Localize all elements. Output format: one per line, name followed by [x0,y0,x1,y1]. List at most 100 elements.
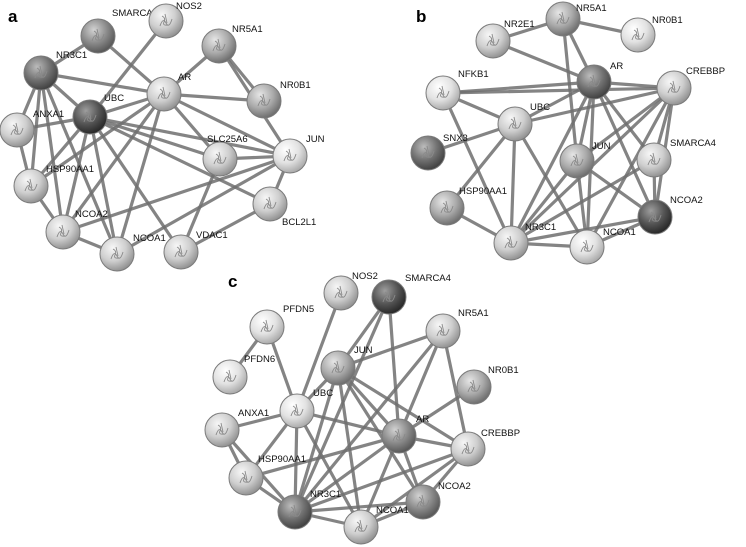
node-smarca4[interactable]: SMARCA4 [80,8,158,54]
protein-structure-icon [334,285,348,299]
panel-letter-b: b [416,7,426,26]
protein-structure-icon [263,196,277,210]
node-smarca4[interactable]: SMARCA4 [371,273,451,315]
node-hsp90aa1[interactable]: HSP90AA1 [13,164,94,204]
node-anxa1[interactable]: ANXA1 [0,109,64,148]
node-nr3c1[interactable]: NR3C1 [493,222,556,261]
protein-sphere [637,199,673,235]
node-ncoa2[interactable]: NCOA2 [637,195,703,235]
edge-ar-hsp90aa1 [29,92,166,188]
node-label: SNX3 [443,133,468,144]
node-crebbp[interactable]: CREBBP [656,66,725,106]
node-ar[interactable]: AR [381,414,429,454]
node-label: NFKB1 [458,69,489,80]
node-ncoa2[interactable]: NCOA2 [45,209,108,250]
edge-jun-nr3c1 [293,366,340,514]
node-pfdn5[interactable]: PFDN5 [249,304,314,345]
protein-structure-icon [257,93,271,107]
edge-ubc-hsp90aa1 [445,122,517,210]
node-nos2[interactable]: NOS2 [323,271,378,311]
edge-nr5a1-jun [336,329,445,370]
node-hsp90aa1[interactable]: HSP90AA1 [228,454,306,496]
node-bcl2l1[interactable]: BCL2L1 [252,186,316,228]
node-nr3c1[interactable]: NR3C1 [277,489,341,530]
protein-structure-icon [56,224,70,238]
node-label: NR3C1 [56,50,87,61]
node-label: NCOA1 [603,227,636,238]
protein-sphere [201,28,237,64]
node-jun[interactable]: JUN [320,345,373,386]
node-nr5a1[interactable]: NR5A1 [425,308,489,349]
node-vdac1[interactable]: VDAC1 [163,230,228,270]
panel-letter-c: c [228,272,237,291]
node-crebbp[interactable]: CREBBP [450,428,520,467]
edge-ubc-slc25a6 [88,115,222,161]
node-ncoa1[interactable]: NCOA1 [99,233,166,272]
node-label: PFDN6 [244,354,275,365]
edge-jun-crebbp [336,366,470,451]
node-ar[interactable]: AR [576,61,623,100]
protein-sphere [559,143,595,179]
node-nr5a1[interactable]: NR5A1 [545,1,607,37]
protein-structure-icon [467,379,481,393]
node-label: SMARCA4 [112,8,158,19]
protein-structure-icon [631,27,645,41]
node-nr0b1[interactable]: NR0B1 [246,80,311,119]
protein-structure-icon [486,33,500,47]
node-ar[interactable]: AR [146,72,191,112]
protein-sphere [13,168,49,204]
protein-sphere [72,99,108,135]
edge-nr3c1-ar [39,71,166,96]
edge-ubc-bcl2l1 [88,115,272,206]
node-nr5a1[interactable]: NR5A1 [201,24,263,64]
node-ncoa1[interactable]: NCOA1 [569,227,636,265]
node-nr3c1[interactable]: NR3C1 [23,50,87,91]
node-label: ANXA1 [33,109,64,120]
node-jun[interactable]: JUN [272,134,325,174]
edge-nr5a1-nr3c1 [293,329,445,514]
node-slc25a6[interactable]: SLC25A6 [202,134,248,177]
node-hsp90aa1[interactable]: HSP90AA1 [429,186,507,226]
node-jun[interactable]: JUN [559,141,611,179]
protein-structure-icon [667,80,681,94]
node-ubc[interactable]: UBC [72,93,124,135]
node-ubc[interactable]: UBC [497,102,550,142]
protein-sphere [425,313,461,349]
node-nr2e1[interactable]: NR2E1 [475,19,535,59]
protein-sphere [456,369,492,405]
protein-structure-icon [436,85,450,99]
node-label: JUN [354,345,373,356]
edge-smarca4-ar [387,295,401,438]
protein-structure-icon [260,319,274,333]
edge-smarca4-nr3c1 [509,158,656,245]
node-ubc[interactable]: UBC [279,388,333,429]
node-ncoa2[interactable]: NCOA2 [405,481,471,520]
node-nr0b1[interactable]: NR0B1 [620,15,683,53]
protein-structure-icon [587,74,601,88]
protein-sphere [493,225,529,261]
protein-sphere [23,55,59,91]
node-smarca4[interactable]: SMARCA4 [636,138,716,178]
node-nfkb1[interactable]: NFKB1 [425,69,489,111]
node-ncoa1[interactable]: NCOA1 [343,505,409,545]
node-label: JUN [306,134,325,145]
protein-structure-icon [239,470,253,484]
protein-sphere [620,17,656,53]
edge-crebbp-ubc [513,86,676,126]
node-snx3[interactable]: SNX3 [410,133,468,171]
node-anxa1[interactable]: ANXA1 [204,408,269,448]
protein-structure-icon [392,428,406,442]
protein-structure-icon [91,28,105,42]
node-nos2[interactable]: NOS2 [148,1,202,39]
protein-structure-icon [354,519,368,533]
node-pfdn6[interactable]: PFDN6 [212,354,275,395]
protein-sphere [204,412,240,448]
edge-nr2e1-ar [491,39,596,84]
node-nr0b1[interactable]: NR0B1 [456,365,519,405]
protein-structure-icon [212,38,226,52]
node-label: SLC25A6 [207,134,248,145]
edge-ar-hsp90aa1 [244,434,401,480]
